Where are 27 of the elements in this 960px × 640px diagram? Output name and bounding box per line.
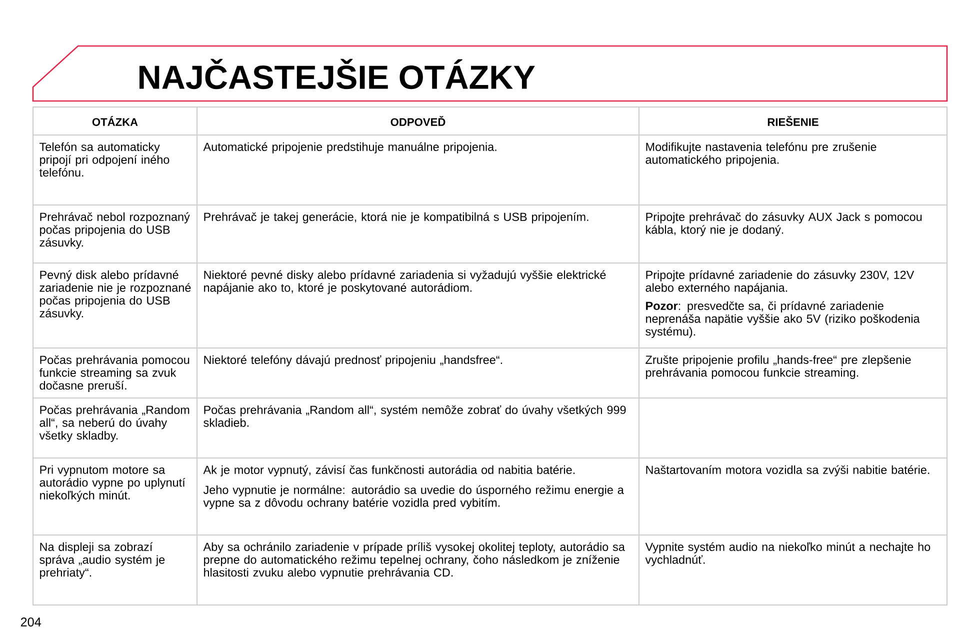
question-text: Prehrávač nebol rozpoznaný počas pripojenia do USB zásuvky. bbox=[40, 212, 190, 249]
solution-text: Naštartovaním motora vozidla sa zvýši nabitie batérie. bbox=[646, 465, 930, 476]
answer-text: Jeho vypnutie je normálne: autorádio sa uvedie do úsporného režimu energie a vypne sa z dôvodu ochrany batérie vozidla pred vybitím. bbox=[203, 485, 624, 510]
answer-text: Počas prehrávania „Random all“, systém nemôže zobrať do úvahy všetkých 999 skladieb. bbox=[204, 405, 626, 427]
solution-text: Zrušte pripojenie profilu „hands-free“ pre zlepšenie prehrávania pomocou funkcie streaming. bbox=[646, 355, 911, 380]
question-text: Počas prehrávania pomocou funkcie streaming sa zvuk dočasne preruší. bbox=[39, 355, 190, 392]
question-text: Pevný disk alebo prídavné zariadenie nie je rozpoznané počas pripojenia do USB zásuvky. bbox=[40, 270, 191, 320]
answer-text: Automatické pripojenie predstihuje manuálne pripojenia. bbox=[203, 142, 496, 154]
answer-text: Aby sa ochránilo zariadenie v prípade príliš vysokej okolitej teploty, autorádio sa prepne do automatického režimu tepelnej ochrany, čoho následkom je zníženie hlasitosti zvuku alebo vypnutie prehrávania CD. bbox=[203, 542, 625, 579]
solution-text: Modifikujte nastavenia telefónu pre zrušenie automatického pripojenia. bbox=[646, 142, 876, 166]
solution-text: Vypnite systém audio na niekoľko minút a nechajte ho vychladnúť. bbox=[645, 542, 930, 566]
column-header: OTÁZKA bbox=[92, 116, 138, 126]
question-text: Telefón sa automaticky pripojí pri odpojení iného telefónu. bbox=[39, 142, 170, 177]
page-number: 204 bbox=[20, 618, 42, 626]
answer-text: Prehrávač je takej generácie, ktorá nie je kompatibilná s USB pripojením. bbox=[204, 212, 588, 224]
answer-text: Ak je motor vypnutý, závisí čas funkčnosti autorádia od nabitia batérie. bbox=[203, 465, 575, 476]
solution-text: Pripojte prehrávač do zásuvky AUX Jack s pomocou kábla, ktorý nie je dodaný. bbox=[646, 212, 922, 236]
title: NAJČASTEJŠIE OTÁZKY bbox=[140, 58, 535, 90]
question-text: Pri vypnutom motore sa autorádio vypne po uplynutí niekoľkých minút. bbox=[40, 465, 186, 502]
question-text: Na displeji sa zobrazí správa „audio systém je prehriaty“. bbox=[40, 542, 165, 579]
answer-text: Niektoré pevné disky alebo prídavné zariadenia si vyžadujú vyššie elektrické napájanie ako to, ktoré je poskytované autorádiom. bbox=[204, 270, 606, 294]
solution-text: Pozor: presvedčte sa, či prídavné zariadenie neprenáša napätie vyššie ako 5V (riziko poškodenia systému). bbox=[646, 301, 920, 338]
column-header: RIEŠENIE bbox=[768, 116, 818, 126]
question-text: Počas prehrávania „Random all“, sa neberú do úvahy všetky skladby. bbox=[39, 405, 190, 442]
answer-text: Niektoré telefóny dávajú prednosť pripojeniu „handsfree“. bbox=[204, 355, 502, 366]
solution-text: Pripojte prídavné zariadenie do zásuvky 230V, 12V alebo externého napájania. bbox=[646, 270, 914, 294]
column-header: ODPOVEĎ bbox=[390, 116, 446, 126]
